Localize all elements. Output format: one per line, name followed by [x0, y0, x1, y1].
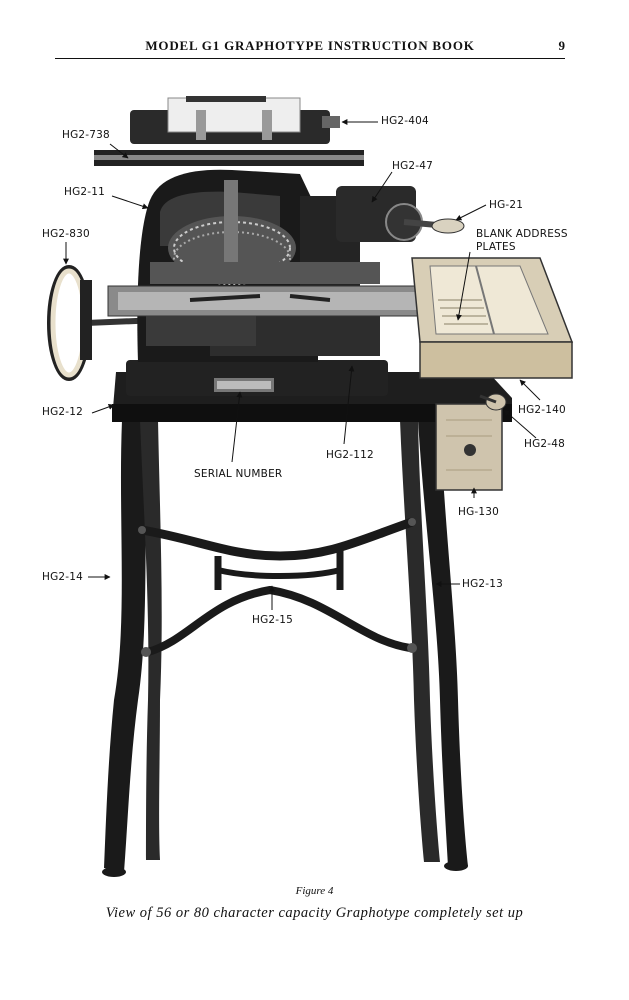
- running-header: MODEL G1 GRAPHOTYPE INSTRUCTION BOOK 9: [55, 38, 565, 59]
- callout-hg2-12: HG2-12: [42, 406, 84, 418]
- callout-hg2-13: HG2-13: [462, 578, 504, 590]
- callout-hg2-11: HG2-11: [64, 186, 106, 198]
- crank-handle: [336, 186, 465, 242]
- callout-hg2-140: HG2-140: [518, 404, 566, 416]
- callout-hg2-48: HG2-48: [524, 438, 566, 450]
- blank-plate-tray: [411, 257, 574, 379]
- wooden-drawer: [435, 403, 503, 491]
- callout-hg2-404: HG2-404: [381, 115, 429, 127]
- callout-hg2-47: HG2-47: [392, 160, 434, 172]
- callout-hg-21: HG-21: [489, 199, 524, 211]
- callout-hg2-15: HG2-15: [252, 614, 294, 626]
- callout-blank-address-plates-line2: PLATES: [476, 241, 516, 253]
- lever-knob: [479, 393, 507, 411]
- figure-label: Figure 4: [295, 885, 334, 897]
- callout-hg2-738: HG2-738: [62, 129, 110, 141]
- callout-hg2-830: HG2-830: [42, 228, 90, 240]
- plate-feed-rail: [107, 262, 449, 346]
- book-title: MODEL G1 GRAPHOTYPE INSTRUCTION BOOK: [145, 38, 475, 53]
- callout-hg2-112: HG2-112: [326, 449, 374, 461]
- callout-hg-130: HG-130: [458, 506, 500, 518]
- callout-serial-number: SERIAL NUMBER: [194, 468, 283, 480]
- callout-hg2-14: HG2-14: [42, 571, 84, 583]
- page-number: 9: [558, 38, 566, 53]
- leader-lines: [63, 119, 541, 610]
- callout-blank-address-plates-line1: BLANK ADDRESS: [476, 228, 568, 240]
- stand-cross-braces: [141, 517, 414, 656]
- typing-carriage: [94, 96, 364, 166]
- figure-caption: View of 56 or 80 character capacity Grap…: [105, 905, 524, 921]
- table-top: [112, 360, 512, 422]
